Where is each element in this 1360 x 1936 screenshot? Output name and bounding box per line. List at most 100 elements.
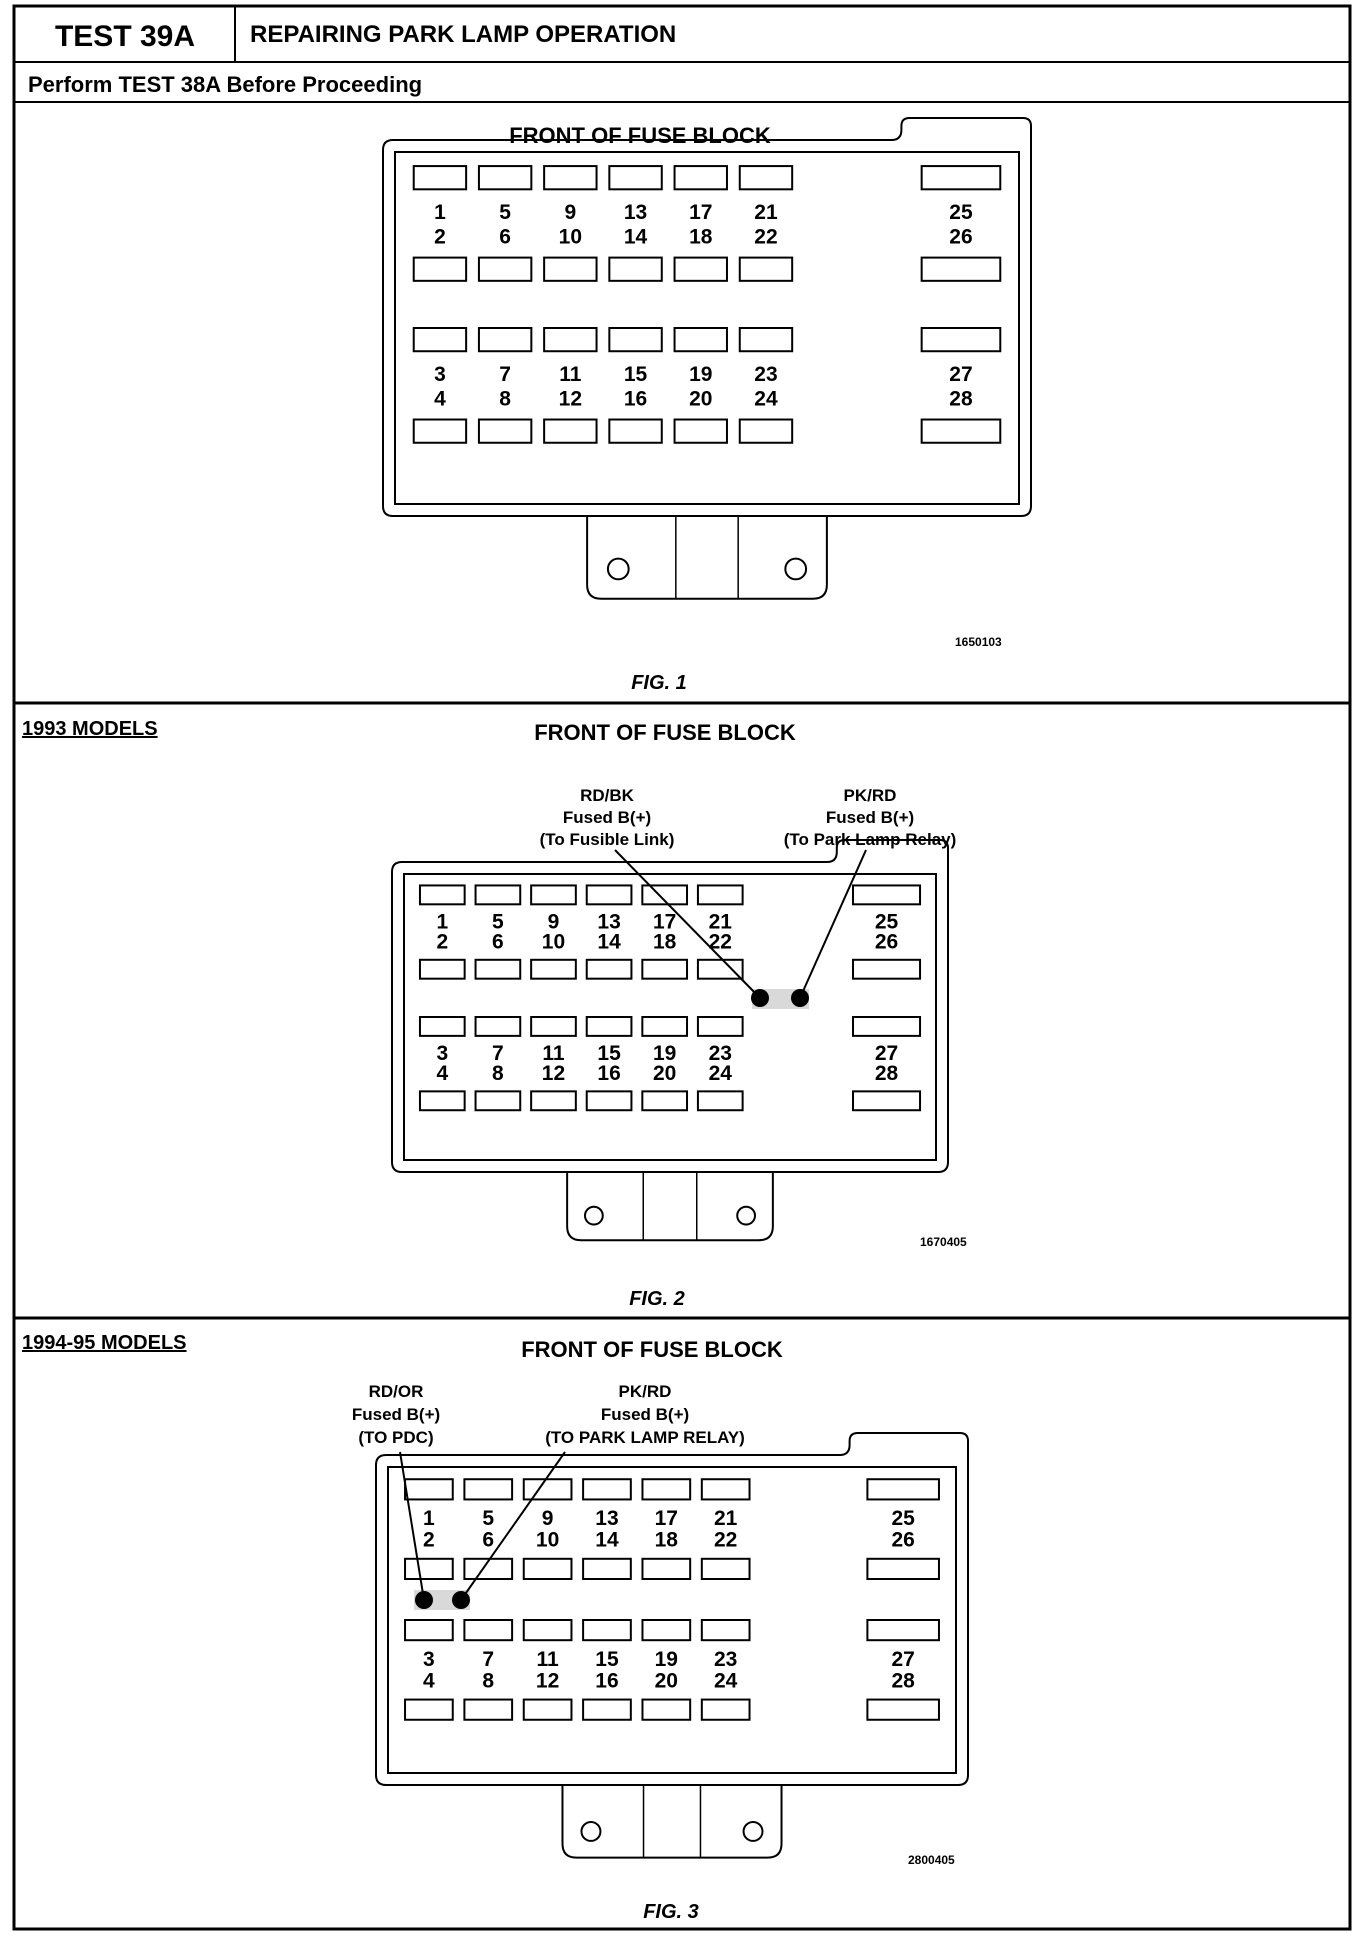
fuse-number: 25 (875, 910, 899, 933)
fuse-number: 5 (499, 201, 511, 224)
fuse-number: 4 (436, 1062, 448, 1085)
figure-code: 1650103 (955, 635, 1002, 649)
fuse-number: 3 (434, 363, 446, 386)
page-title: REPAIRING PARK LAMP OPERATION (250, 21, 676, 48)
fuse-number: 24 (714, 1669, 738, 1692)
fuse-slot (641, 1698, 692, 1721)
fuse-slot (852, 1090, 922, 1112)
fuse-number: 19 (655, 1648, 678, 1671)
mounting-hole (736, 1205, 757, 1226)
fuse-slot (477, 327, 533, 353)
fuse-slot (530, 884, 577, 906)
fuse-number: 10 (542, 930, 565, 953)
fuse-number: 18 (653, 930, 677, 953)
fuse-number: 17 (689, 201, 712, 224)
fuse-slot (463, 1478, 514, 1501)
fuse-slot (530, 1090, 577, 1112)
fuse-block: 1234567891011121314151617181920212223242… (391, 839, 949, 1242)
mounting-hole (606, 557, 630, 581)
fuse-number: 16 (595, 1669, 618, 1692)
fuse-slot (641, 1619, 692, 1642)
fuse-slot (608, 418, 663, 444)
fuse-number: 7 (482, 1648, 494, 1671)
fuse-number: 11 (559, 363, 582, 386)
figure-label: FIG. 3 (643, 1901, 699, 1923)
fuse-number: 13 (624, 201, 647, 224)
fuse-slot (700, 1698, 751, 1721)
fuse-number: 18 (689, 226, 713, 249)
fuse-number: 13 (595, 1507, 618, 1530)
block-title: FRONT OF FUSE BLOCK (521, 1337, 783, 1362)
fuse-number: 8 (482, 1669, 494, 1692)
callout-pk-rd: PK/RD Fused B(+) (To Park Lamp Relay) (784, 786, 957, 849)
fuse-number: 26 (891, 1529, 914, 1552)
fuse-slot (700, 1557, 751, 1580)
callout-rd-bk: RD/BK Fused B(+) (To Fusible Link) (540, 786, 675, 849)
wire-function: Fused B(+) (601, 1405, 689, 1424)
figure-label: FIG. 2 (629, 1288, 685, 1310)
callout-pk-rd: PK/RD Fused B(+) (TO PARK LAMP RELAY) (545, 1382, 745, 1447)
fuse-slot (543, 418, 598, 444)
fuse-slot (474, 958, 522, 980)
fuse-slot (641, 1557, 692, 1580)
fuse-number: 8 (492, 1062, 504, 1085)
leader-lines (399, 1451, 566, 1601)
mounting-hole (580, 1820, 602, 1842)
fuse-slot (477, 418, 533, 444)
fuse-slot (673, 418, 728, 444)
fuse-slot (582, 1557, 632, 1580)
wire-destination: (To Fusible Link) (540, 830, 675, 849)
test-point-right (452, 1591, 470, 1609)
fuse-number: 19 (653, 1042, 676, 1065)
fuse-number: 7 (499, 363, 511, 386)
test-points (414, 1590, 470, 1610)
fuse-slot (920, 165, 1002, 191)
leader-line-pk-rd (460, 1451, 566, 1601)
fuse-number: 15 (597, 1042, 621, 1065)
fuse-number: 26 (949, 226, 972, 249)
fuse-number: 8 (499, 387, 511, 410)
fuse-slot (920, 327, 1002, 353)
figure-code: 1670405 (920, 1235, 967, 1249)
fuse-panel (403, 873, 937, 1161)
figure-label: FIG. 1 (631, 672, 687, 694)
fuse-slot (866, 1619, 940, 1642)
fuse-number: 22 (709, 930, 732, 953)
wire-destination: (To Park Lamp Relay) (784, 830, 957, 849)
fuse-number: 14 (595, 1529, 619, 1552)
fuse-slot (738, 418, 794, 444)
fuse-slot (920, 418, 1002, 444)
fuse-slot (463, 1619, 514, 1642)
page-frame (12, 4, 1352, 1931)
fuse-number: 9 (565, 201, 577, 224)
fuse-number: 16 (597, 1062, 620, 1085)
fuse-slot (543, 256, 598, 282)
fuse-slot (463, 1557, 514, 1580)
leader-line-pk-rd (799, 849, 867, 999)
fuse-slot (852, 958, 922, 980)
fuse-number: 23 (714, 1648, 737, 1671)
fuse-slot (585, 884, 633, 906)
fuse-number: 1 (434, 201, 446, 224)
block-title: FRONT OF FUSE BLOCK (534, 720, 796, 745)
fuse-slot (585, 1016, 633, 1037)
fuse-slot (738, 327, 794, 353)
fuse-number: 23 (709, 1042, 732, 1065)
fuse-slot (673, 165, 728, 191)
fuse-slot (738, 256, 794, 282)
fuse-number: 20 (655, 1669, 678, 1692)
wire-function: Fused B(+) (826, 808, 914, 827)
fuse-number: 6 (499, 226, 511, 249)
fuse-number: 3 (436, 1042, 448, 1065)
fuse-number: 9 (542, 1507, 554, 1530)
fuse-slot (474, 1016, 522, 1037)
mounting-bracket (586, 516, 828, 600)
fuse-slot (608, 165, 663, 191)
fuse-number: 6 (492, 930, 504, 953)
fuse-slot (404, 1557, 454, 1580)
fuse-block: 1234567891011121314151617181920212223242… (382, 117, 1032, 600)
fuse-number: 6 (482, 1529, 494, 1552)
fuse-slot (866, 1478, 940, 1501)
callout-rd-or: RD/OR Fused B(+) (TO PDC) (352, 1382, 440, 1447)
fuse-number: 5 (492, 910, 504, 933)
